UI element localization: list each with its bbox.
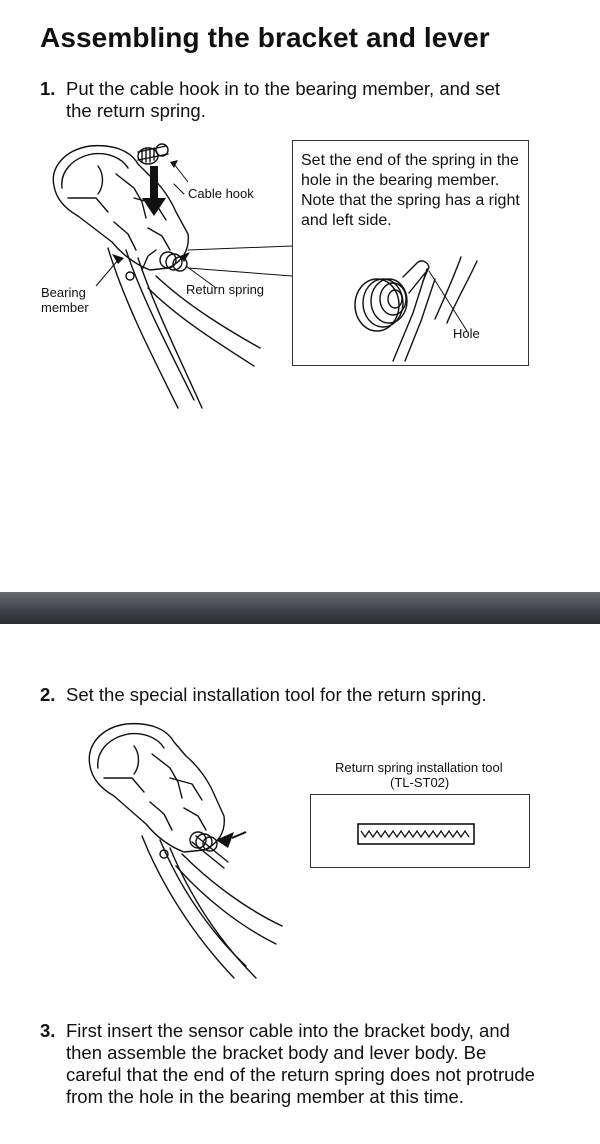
installation-tool-illustration bbox=[88, 722, 283, 979]
tool-label: Return spring installation tool bbox=[335, 760, 503, 775]
step-number: 2. bbox=[40, 684, 56, 705]
installation-tool-icon bbox=[357, 823, 475, 845]
manual-page-bottom: 2. Set the special installation tool for… bbox=[0, 624, 600, 1144]
step-number: 1. bbox=[40, 78, 56, 99]
step-3: 3. First insert the sensor cable into th… bbox=[40, 1020, 540, 1108]
spring-detail-callout: Set the end of the spring in the hole in… bbox=[292, 140, 529, 366]
manual-page-top: Assembling the bracket and lever 1. Put … bbox=[40, 22, 529, 409]
step-number: 3. bbox=[40, 1020, 56, 1041]
cable-hook-label: Cable hook bbox=[188, 186, 254, 201]
section-title: Assembling the bracket and lever bbox=[40, 22, 490, 53]
callout-text: Set the end of the spring in the hole in… bbox=[301, 152, 520, 229]
step-text: Set the special installation tool for th… bbox=[66, 684, 487, 705]
bearing-member-label: Bearing member bbox=[41, 285, 89, 315]
step-text: First insert the sensor cable into the b… bbox=[66, 1020, 535, 1107]
step-1: 1. Put the cable hook in to the bearing … bbox=[40, 78, 520, 122]
return-spring-label: Return spring bbox=[186, 282, 265, 297]
spring-detail-illustration bbox=[354, 256, 478, 362]
tool-detail-box bbox=[310, 794, 530, 868]
step-2: 2. Set the special installation tool for… bbox=[40, 684, 560, 706]
step-text: Put the cable hook in to the bearing mem… bbox=[66, 78, 501, 121]
page-divider bbox=[0, 592, 600, 624]
tool-code: (TL-ST02) bbox=[390, 775, 450, 790]
hole-label: Hole bbox=[453, 326, 480, 341]
bracket-assembly-illustration bbox=[52, 143, 293, 409]
